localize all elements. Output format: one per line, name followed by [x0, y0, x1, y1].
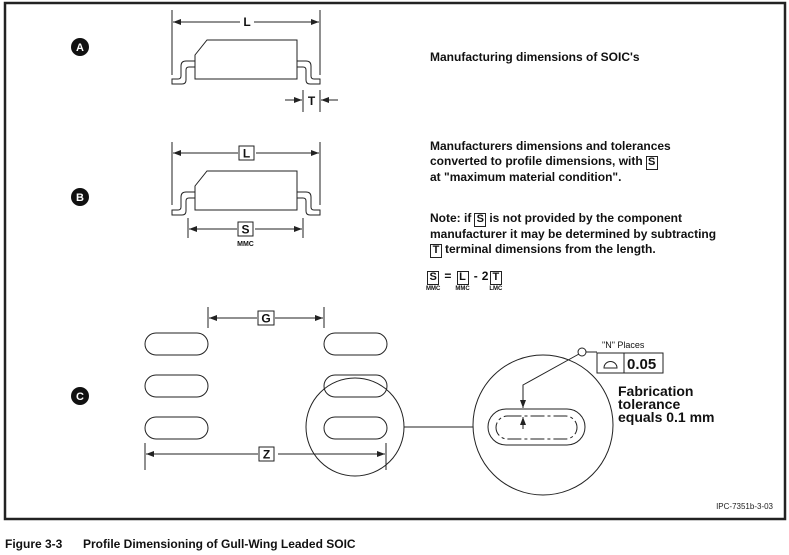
- badge-a-label: A: [76, 42, 84, 54]
- dim-g-label: G: [261, 312, 270, 326]
- section-c: C G Z: [71, 307, 715, 496]
- formula-t: T: [489, 271, 502, 285]
- formula-equals: =: [444, 269, 452, 283]
- section-a-description: Manufacturing dimensions of SOIC's: [430, 50, 640, 64]
- dim-l-label: L: [243, 15, 250, 29]
- symbol-s: S: [645, 155, 658, 170]
- tolerance-value: 0.05: [627, 356, 656, 373]
- section-b-description: Manufacturers dimensions and tolerances …: [430, 139, 671, 184]
- formula-minus: -: [473, 269, 478, 283]
- n-places-label: "N" Places: [602, 340, 645, 350]
- fabrication-tolerance-note: Fabrication tolerance equals 0.1 mm: [618, 383, 715, 425]
- dim-t-label: T: [308, 94, 316, 108]
- section-a: A L T Manufacturing dimensions of SOIC's: [71, 10, 640, 112]
- badge-c: [71, 387, 89, 405]
- detail-callout-circle: [305, 377, 405, 477]
- description-line: Manufacturers dimensions and tolerances: [430, 139, 671, 153]
- description-line: at "maximum material condition".: [430, 169, 622, 184]
- pad: [323, 416, 388, 440]
- formula-s: S: [427, 271, 440, 285]
- badge-b-label: B: [76, 192, 84, 204]
- detail-view: [472, 347, 664, 496]
- formula-s-sub: MMC: [426, 286, 441, 292]
- badge-b: [71, 188, 89, 206]
- fabrication-line: Fabrication: [618, 383, 693, 399]
- figure-frame: [3, 1, 787, 521]
- section-b: B L S MMC: [71, 142, 321, 248]
- fabrication-line: tolerance: [618, 396, 680, 412]
- note-line: terminal dimensions from the length.: [445, 241, 656, 256]
- pad: [144, 374, 209, 398]
- badge-c-label: C: [76, 391, 84, 403]
- pad: [144, 332, 209, 356]
- land-pattern: [144, 307, 473, 477]
- dim-l-boxed-label: L: [243, 147, 250, 161]
- pad: [144, 416, 209, 440]
- badge-a: [71, 38, 89, 56]
- symbol-s: S: [474, 213, 487, 227]
- description-line: converted to profile dimensions, with: [430, 153, 643, 168]
- formula-l: L: [456, 271, 469, 285]
- note-line: Note: if: [430, 211, 472, 225]
- pad: [323, 332, 388, 356]
- symbol-t: T: [430, 243, 442, 258]
- formula-coefficient: 2: [481, 269, 489, 283]
- fabrication-line: equals 0.1 mm: [618, 409, 715, 425]
- note-line: manufacturer it may be determined by sub…: [430, 227, 717, 241]
- soic-package-profile-a: [171, 10, 338, 112]
- caption-title: Profile Dimensioning of Gull-Wing Leaded…: [83, 537, 356, 551]
- formula-t-sub: LMC: [489, 286, 503, 292]
- pad: [323, 374, 388, 398]
- dim-z-label: Z: [263, 448, 270, 462]
- caption-number: Figure 3-3: [5, 537, 63, 551]
- formula-l-sub: MMC: [455, 286, 470, 292]
- soic-package-profile-b: [171, 142, 321, 238]
- profile-of-surface-icon: [603, 361, 618, 369]
- figure-id: IPC-7351b-3-03: [716, 502, 773, 511]
- dim-s-boxed-label: S: [241, 223, 249, 237]
- dim-s-mmc-label: MMC: [237, 241, 254, 248]
- note-line: is not provided by the component: [489, 211, 683, 225]
